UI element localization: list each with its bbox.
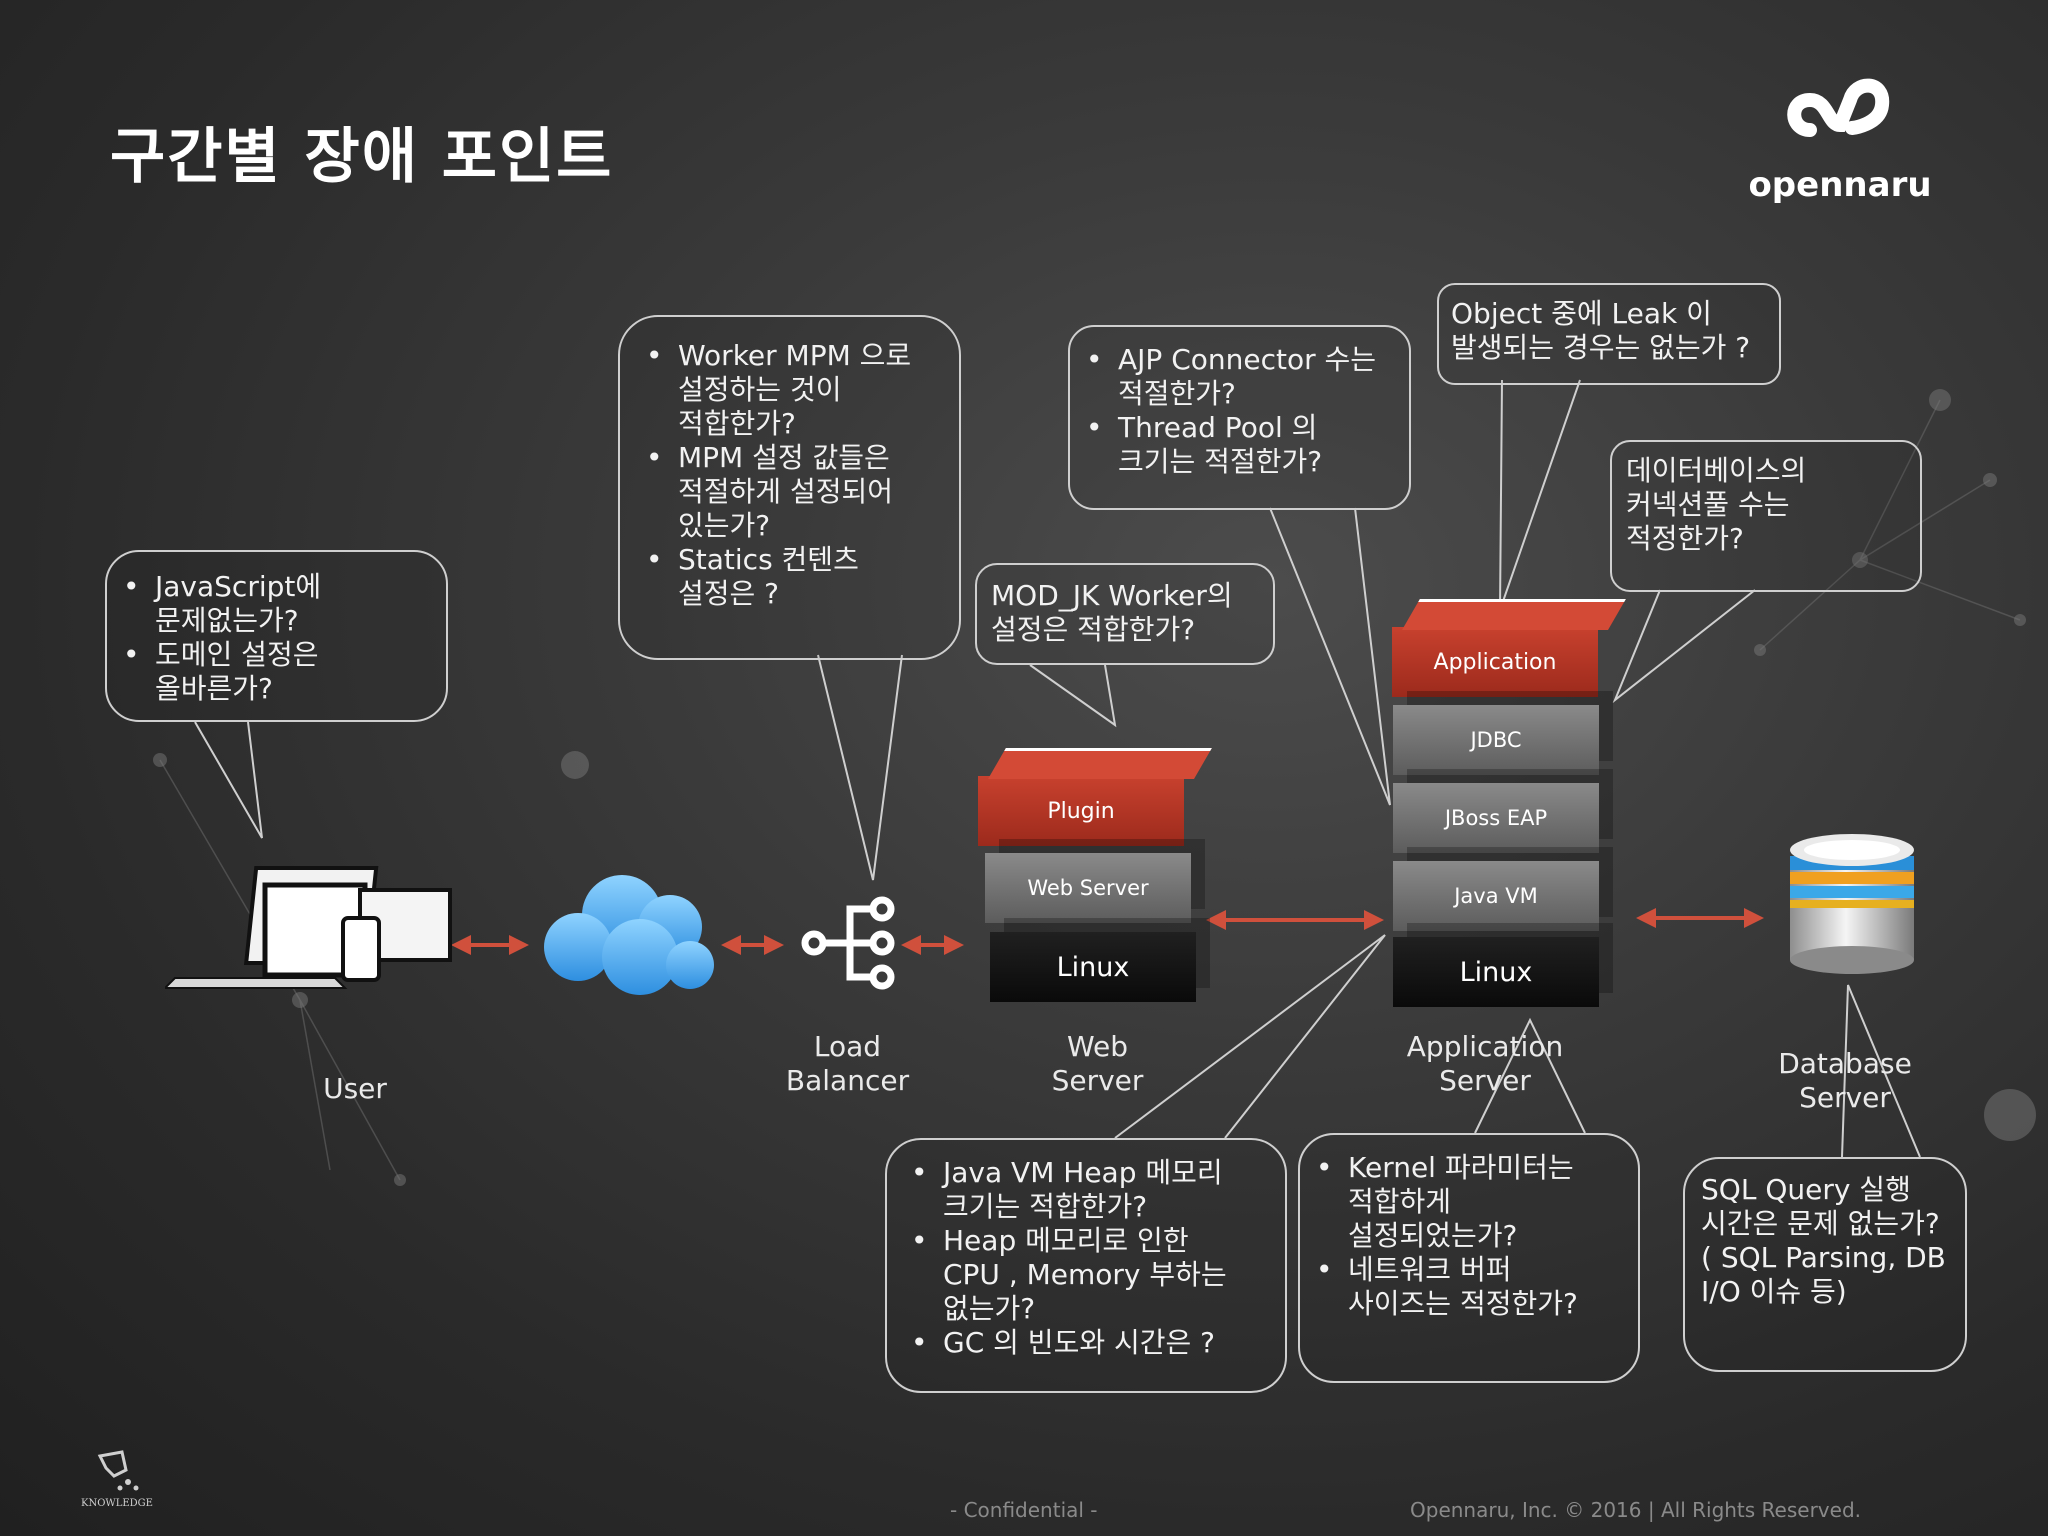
connection-arrows bbox=[451, 908, 1764, 955]
callout-item: GC 의 빈도와 시간은 ? bbox=[905, 1326, 1275, 1360]
callout-text: Object 중에 Leak 이 발생되는 경우는 없는가 ? bbox=[1451, 297, 1751, 364]
callout-item: Worker MPM 으로 설정하는 것이 적합한가? bbox=[640, 339, 949, 441]
app-stack-jdbc: JDBC bbox=[1393, 705, 1599, 775]
callout-item: Thread Pool 의 크기는 적절한가? bbox=[1080, 411, 1399, 479]
app-stack-linux: Linux bbox=[1393, 937, 1599, 1007]
app-stack-jboss-eap: JBoss EAP bbox=[1393, 783, 1599, 853]
opennaru-swirl-logo bbox=[1787, 78, 1890, 137]
callout-object-leak: Object 중에 Leak 이 발생되는 경우는 없는가 ? bbox=[1437, 283, 1781, 385]
app-stack-java-vm: Java VM bbox=[1393, 861, 1599, 931]
callout-mod-jk: MOD_JK Worker의 설정은 적합한가? bbox=[975, 563, 1275, 665]
callout-kernel: Kernel 파라미터는 적합하게 설정되었는가? 네트워크 버퍼 사이즈는 적… bbox=[1298, 1133, 1640, 1383]
label-db-server: Database Server bbox=[1778, 1047, 1912, 1114]
callout-item: Heap 메모리로 인한 CPU , Memory 부하는 없는가? bbox=[905, 1224, 1275, 1326]
callout-item: 네트워크 버퍼 사이즈는 적정한가? bbox=[1310, 1253, 1628, 1321]
knowledge-logo: KNOWLEDGE bbox=[72, 1450, 162, 1509]
callout-tails bbox=[194, 379, 1921, 1158]
callout-text: 데이터베이스의 커넥션풀 수는 적정한가? bbox=[1626, 454, 1807, 555]
callout-user: JavaScript에 문제없는가? 도메인 설정은 올바른가? bbox=[105, 550, 448, 722]
label-web-server: Web Server bbox=[1051, 1030, 1144, 1097]
opennaru-logo: opennaru bbox=[1740, 70, 1950, 210]
callout-text: SQL Query 실행 시간은 문제 없는가? ( SQL Parsing, … bbox=[1701, 1173, 1946, 1308]
web-stack-linux: Linux bbox=[990, 932, 1196, 1002]
callout-java-vm: Java VM Heap 메모리 크기는 적합한가? Heap 메모리로 인한 … bbox=[885, 1138, 1287, 1393]
label-app-server: Application Server bbox=[1406, 1030, 1564, 1097]
callout-text: MOD_JK Worker의 설정은 적합한가? bbox=[991, 579, 1233, 646]
web-stack-plugin: Plugin bbox=[978, 776, 1184, 846]
database-icon bbox=[1790, 834, 1914, 974]
callout-item: Java VM Heap 메모리 크기는 적합한가? bbox=[905, 1156, 1275, 1224]
knowledge-text: KNOWLEDGE bbox=[81, 1498, 153, 1509]
user-devices-icon bbox=[165, 866, 452, 989]
callout-item: 도메인 설정은 올바른가? bbox=[117, 638, 436, 706]
background-network-dots bbox=[153, 389, 2036, 1186]
cloud-icon bbox=[544, 875, 714, 995]
callout-load-balancer: Worker MPM 으로 설정하는 것이 적합한가? MPM 설정 값들은 적… bbox=[618, 315, 961, 660]
knowledge-icon bbox=[97, 1450, 139, 1491]
logo-text: opennaru bbox=[1748, 165, 1932, 205]
label-load-balancer: Load Balancer bbox=[785, 1030, 910, 1097]
callout-item: Statics 컨텐츠 설정은 ? bbox=[640, 543, 949, 611]
label-user: User bbox=[323, 1072, 387, 1105]
callout-item: Kernel 파라미터는 적합하게 설정되었는가? bbox=[1310, 1151, 1628, 1253]
footer-confidential: - Confidential - bbox=[950, 1498, 1098, 1522]
web-stack-web-server: Web Server bbox=[985, 853, 1191, 923]
footer-copyright: Opennaru, Inc. © 2016 | All Rights Reser… bbox=[1410, 1498, 1861, 1522]
page-title: 구간별 장애 포인트 bbox=[110, 122, 614, 192]
callout-item: AJP Connector 수는 적절한가? bbox=[1080, 343, 1399, 411]
callout-item: JavaScript에 문제없는가? bbox=[117, 570, 436, 638]
callout-db-pool: 데이터베이스의 커넥션풀 수는 적정한가? bbox=[1610, 440, 1922, 592]
app-stack-application: Application bbox=[1392, 627, 1598, 697]
load-balancer-icon bbox=[801, 896, 895, 990]
callout-ajp: AJP Connector 수는 적절한가? Thread Pool 의 크기는… bbox=[1068, 325, 1411, 510]
callout-item: MPM 설정 값들은 적절하게 설정되어 있는가? bbox=[640, 441, 949, 543]
callout-sql: SQL Query 실행 시간은 문제 없는가? ( SQL Parsing, … bbox=[1683, 1157, 1967, 1372]
